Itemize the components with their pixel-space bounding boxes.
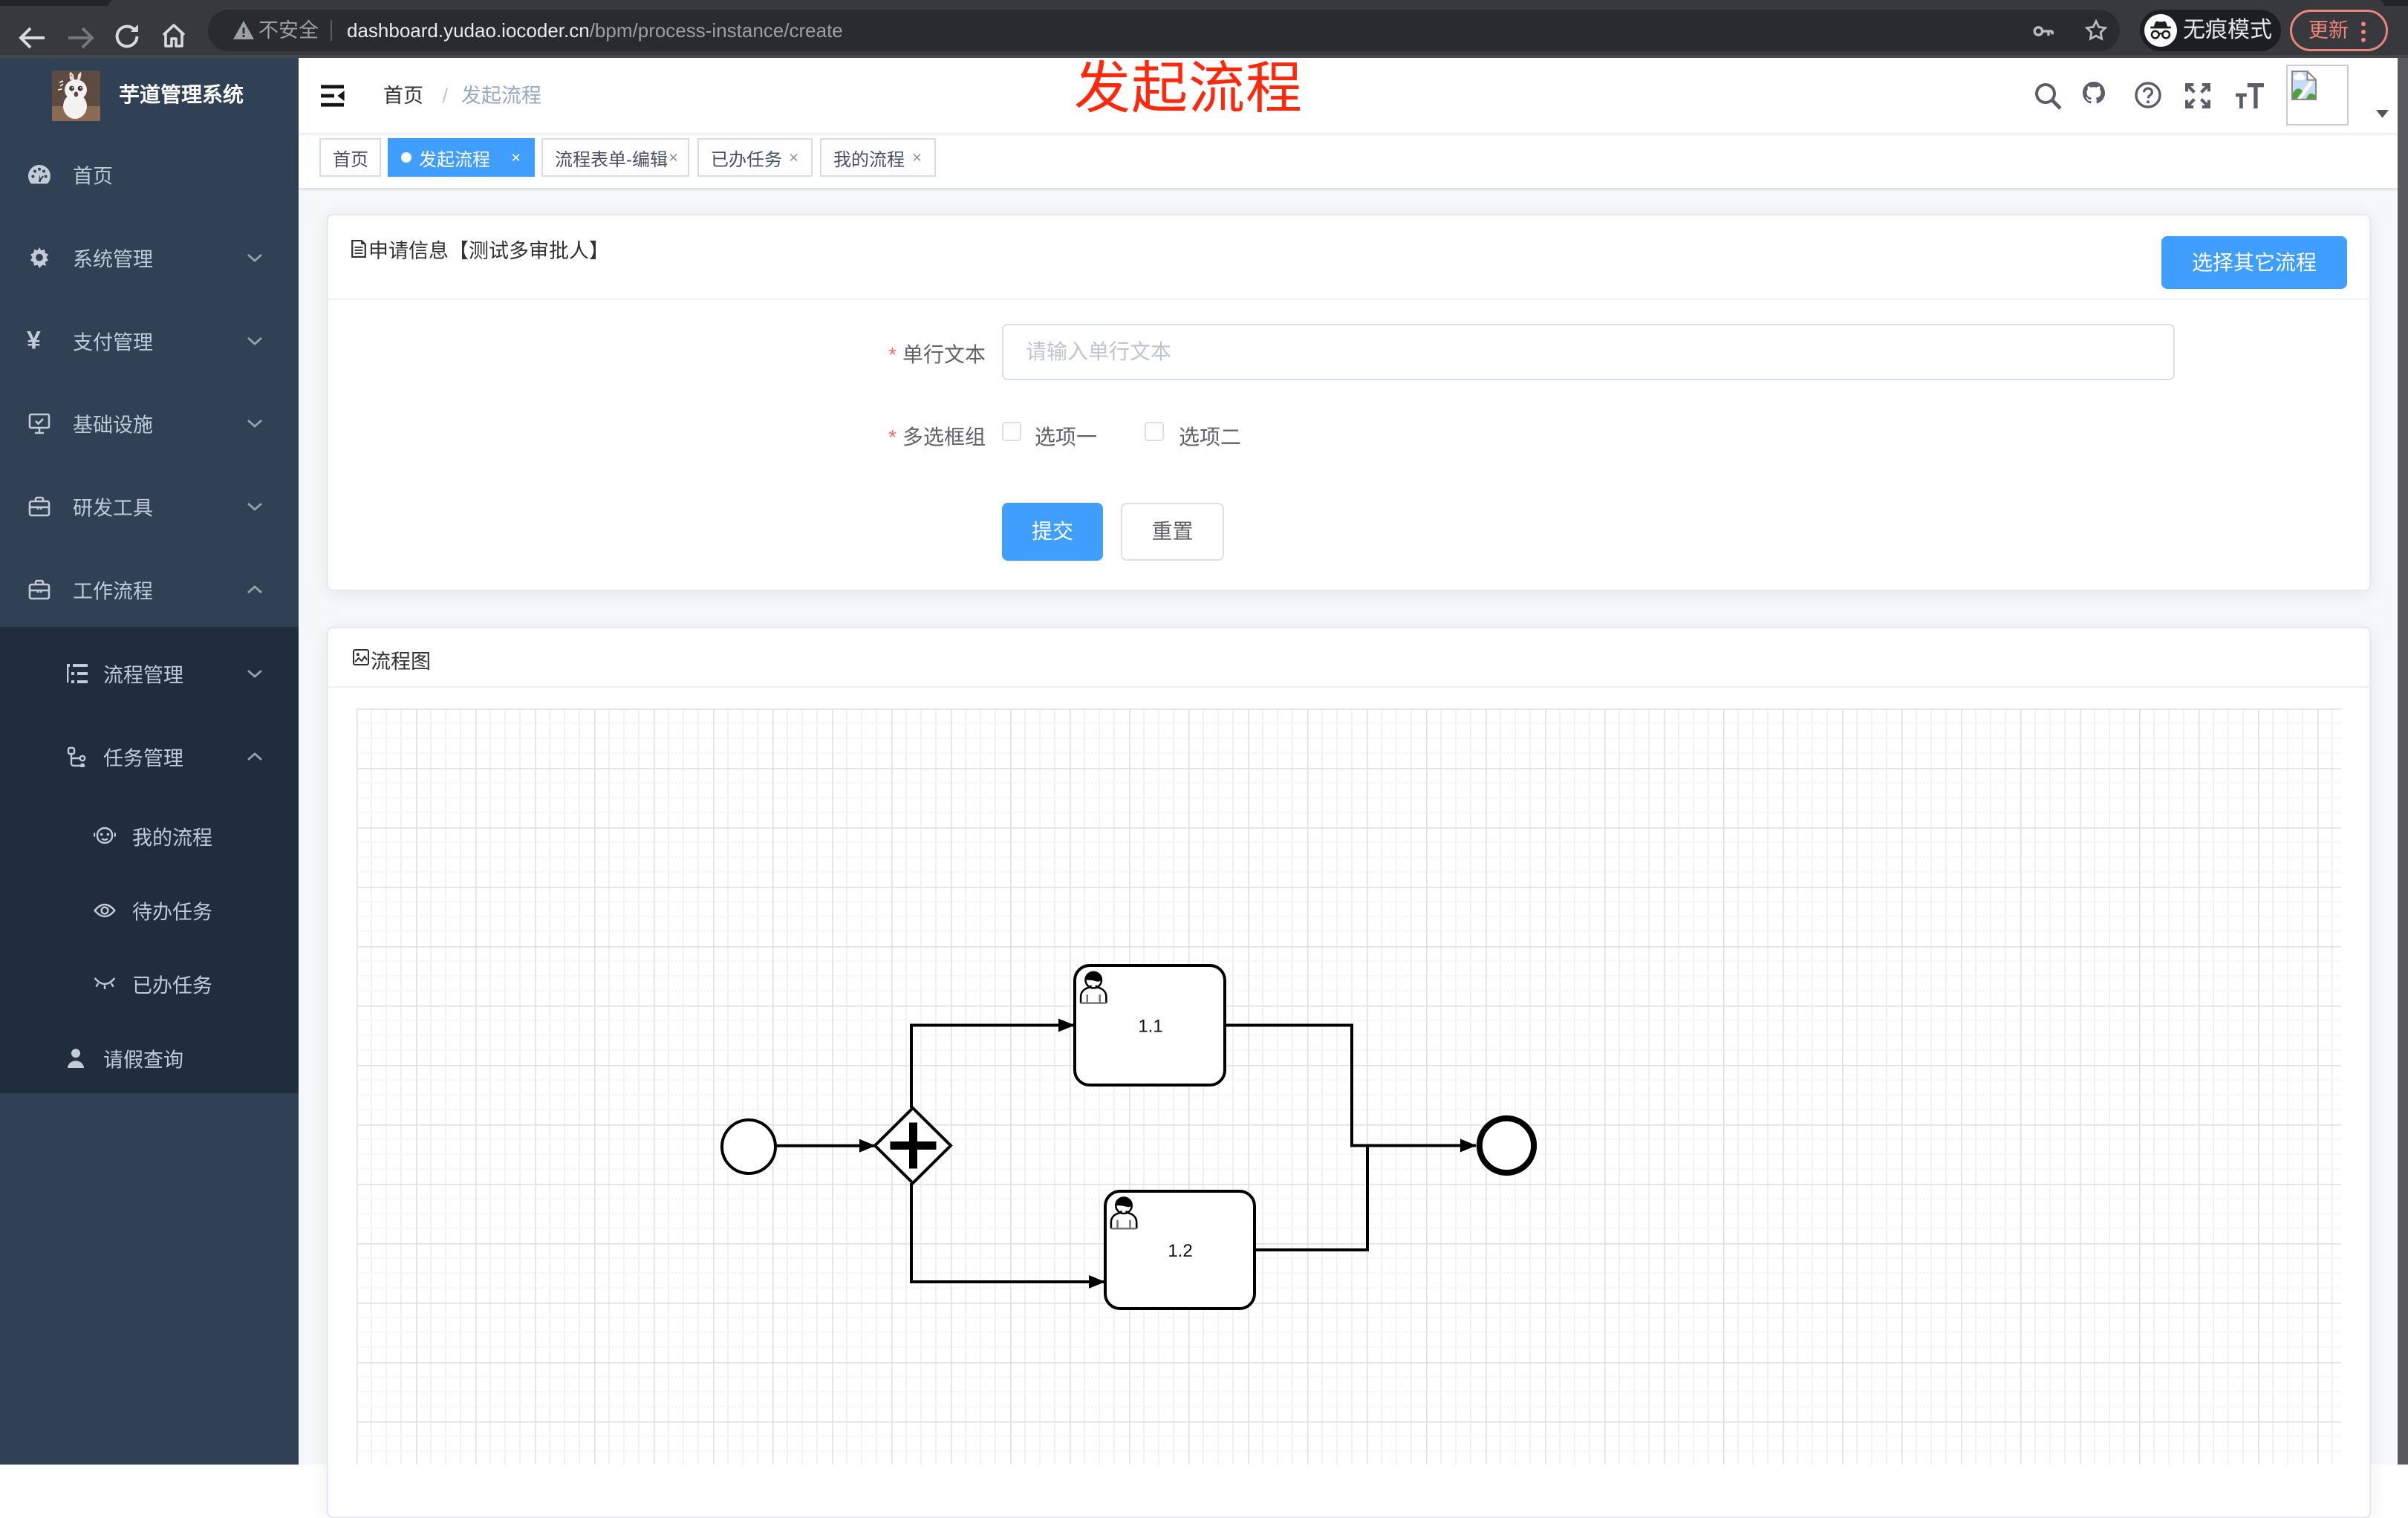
svg-text:1.1: 1.1 [1138,1017,1162,1037]
svg-text:1.2: 1.2 [1168,1241,1192,1261]
